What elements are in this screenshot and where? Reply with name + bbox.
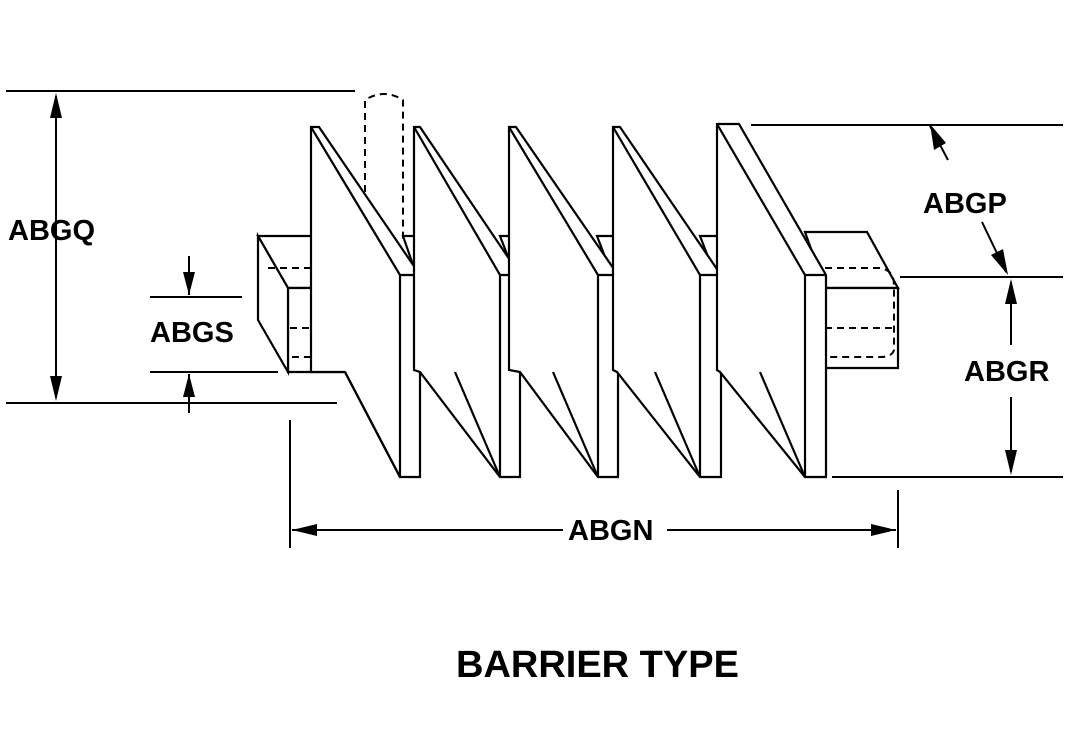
dimension-abgq xyxy=(6,90,355,404)
diagram-title: BARRIER TYPE xyxy=(456,644,739,686)
barrier-lower-edges xyxy=(344,371,807,478)
barrier-plates xyxy=(309,122,828,479)
dimension-abgp xyxy=(751,124,1063,278)
dimension-abgr xyxy=(832,279,1063,478)
label-abgp: ABGP xyxy=(923,188,1007,220)
label-abgn: ABGN xyxy=(568,515,653,547)
label-abgs: ABGS xyxy=(150,317,234,349)
terminal-pin xyxy=(364,93,404,240)
label-abgq: ABGQ xyxy=(8,215,95,247)
label-abgr: ABGR xyxy=(964,356,1049,388)
dimension-abgs xyxy=(150,256,278,413)
dimension-abgn xyxy=(289,420,899,548)
